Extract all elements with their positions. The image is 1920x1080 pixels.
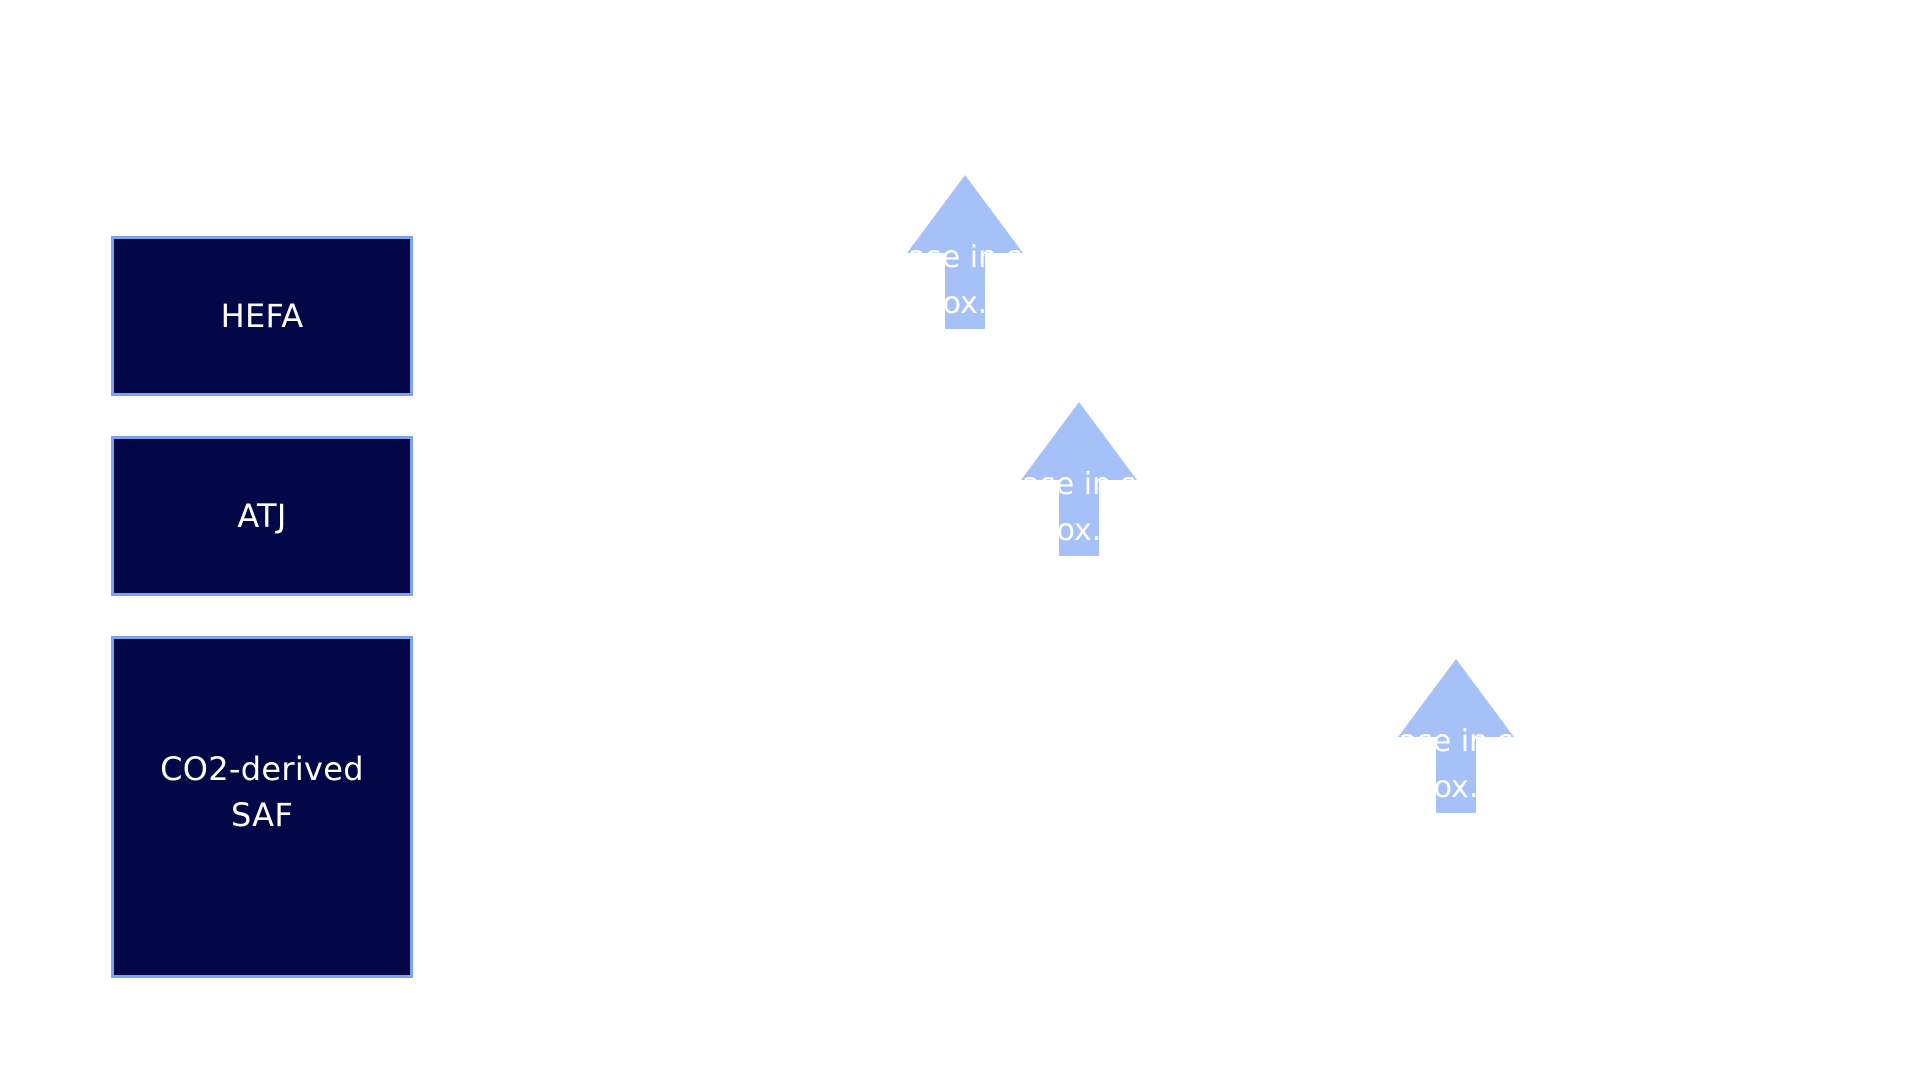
arrow-caption: ase in s ox.	[907, 235, 1023, 327]
pathway-label: CO2-derived SAF	[160, 750, 364, 834]
arrow-caption-line-2: ox.	[942, 286, 988, 321]
increase-arrow-co2-derived-saf: ase in s ox.	[1398, 659, 1514, 813]
increase-arrow-hefa: ase in s ox.	[907, 175, 1023, 329]
up-arrow-icon	[907, 175, 1023, 329]
pathway-box-hefa: HEFA	[111, 236, 413, 396]
arrow-caption-line-1: ase in s	[1021, 467, 1137, 502]
arrow-caption-line-1: ase in s	[907, 240, 1023, 275]
pathway-label: HEFA	[220, 297, 304, 335]
pathway-box-atj: ATJ	[111, 436, 413, 596]
arrow-caption-line-2: ox.	[1433, 770, 1479, 805]
arrow-caption-line-1: ase in s	[1398, 724, 1514, 759]
up-arrow-icon	[1021, 402, 1137, 556]
pathway-box-co2-derived-saf: CO2-derived SAF	[111, 636, 413, 978]
up-arrow-icon	[1398, 659, 1514, 813]
pathway-label: ATJ	[237, 497, 287, 535]
arrow-caption: ase in s ox.	[1021, 462, 1137, 554]
increase-arrow-atj: ase in s ox.	[1021, 402, 1137, 556]
arrow-caption: ase in s ox.	[1398, 719, 1514, 811]
arrow-caption-line-2: ox.	[1056, 513, 1102, 548]
